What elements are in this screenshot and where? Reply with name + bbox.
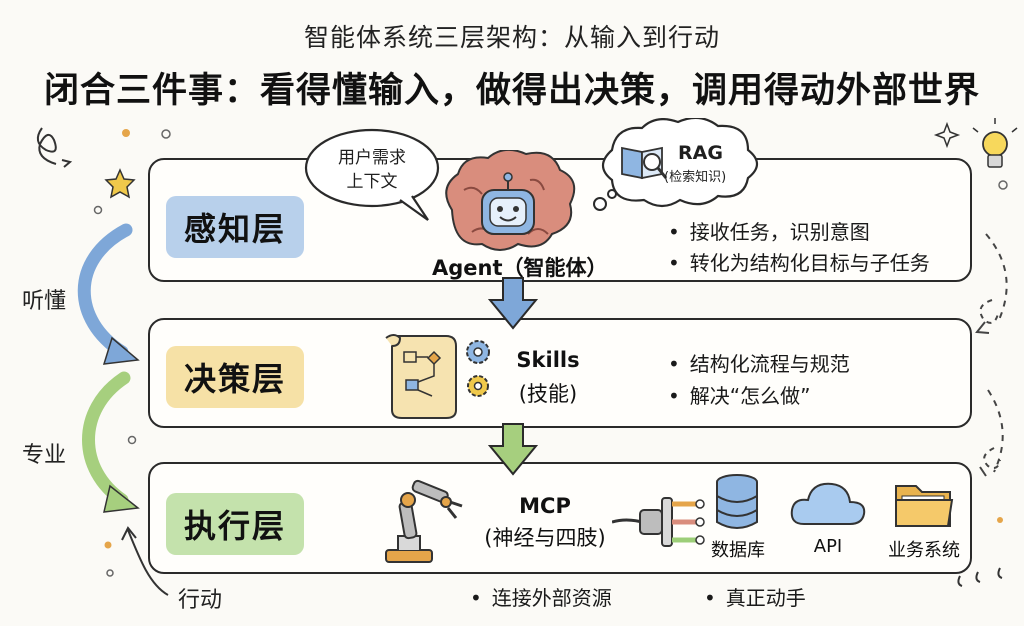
skills-subtitle: (技能) xyxy=(518,382,578,406)
squiggle-decoration xyxy=(36,127,57,165)
perception-layer-label: 感知层 xyxy=(166,196,305,258)
side-label-professional: 专业 xyxy=(22,443,67,468)
execution-layer-label: 执行层 xyxy=(166,493,305,555)
rag-subtitle: (检索知识) xyxy=(664,170,727,185)
decision-layer-label: 决策层 xyxy=(166,346,305,408)
side-label-understand: 听懂 xyxy=(22,289,67,314)
folder-icon xyxy=(895,485,954,527)
mcp-subtitle: (神经与四肢) xyxy=(484,526,606,550)
sparkle-icon xyxy=(933,121,961,149)
down-arrow-2 xyxy=(488,423,538,476)
book-magnifier-icon xyxy=(621,146,668,180)
execution-bullet-2: 真正动手 xyxy=(704,582,806,611)
robot-arm-icon xyxy=(385,479,463,563)
rag-title: RAG xyxy=(678,142,723,164)
cloud-icon xyxy=(790,482,866,525)
decision-bullet-1: 结构化流程与规范 xyxy=(668,348,850,377)
speech-bubble-icon xyxy=(304,128,440,221)
lightbulb-icon xyxy=(972,118,1018,168)
thought-cloud-icon xyxy=(593,118,759,211)
database-icon xyxy=(716,474,758,529)
mcp-title: MCP xyxy=(519,494,571,518)
target-database-label: 数据库 xyxy=(711,540,765,561)
target-api-label: API xyxy=(813,536,843,557)
subtitle: 智能体系统三层架构：从输入到行动 xyxy=(303,23,720,52)
scroll-icon xyxy=(385,334,457,419)
decision-bullet-2: 解决“怎么做” xyxy=(668,380,811,409)
flow-arrow-blue xyxy=(77,223,133,359)
dot-decoration xyxy=(122,129,130,137)
star-icon xyxy=(104,168,136,199)
down-arrow-1 xyxy=(488,277,538,330)
perception-bullet-2: 转化为结构化目标与子任务 xyxy=(668,247,930,276)
flow-arrow-green xyxy=(82,371,131,507)
user-request-bubble-text: 用户需求 上下文 xyxy=(338,148,406,192)
execution-bullet-1: 连接外部资源 xyxy=(470,582,612,611)
skills-title: Skills xyxy=(516,348,580,372)
side-label-action: 行动 xyxy=(178,588,223,613)
perception-bullet-1: 接收任务，识别意图 xyxy=(668,216,870,245)
gear-icon xyxy=(466,340,490,397)
target-business-system-label: 业务系统 xyxy=(888,540,960,561)
agent-label: Agent（智能体） xyxy=(432,256,608,280)
brain-robot-icon xyxy=(445,150,576,251)
plug-cable-icon xyxy=(612,497,705,547)
main-title: 闭合三件事：看得懂输入，做得出决策，调用得动外部世界 xyxy=(43,71,980,111)
